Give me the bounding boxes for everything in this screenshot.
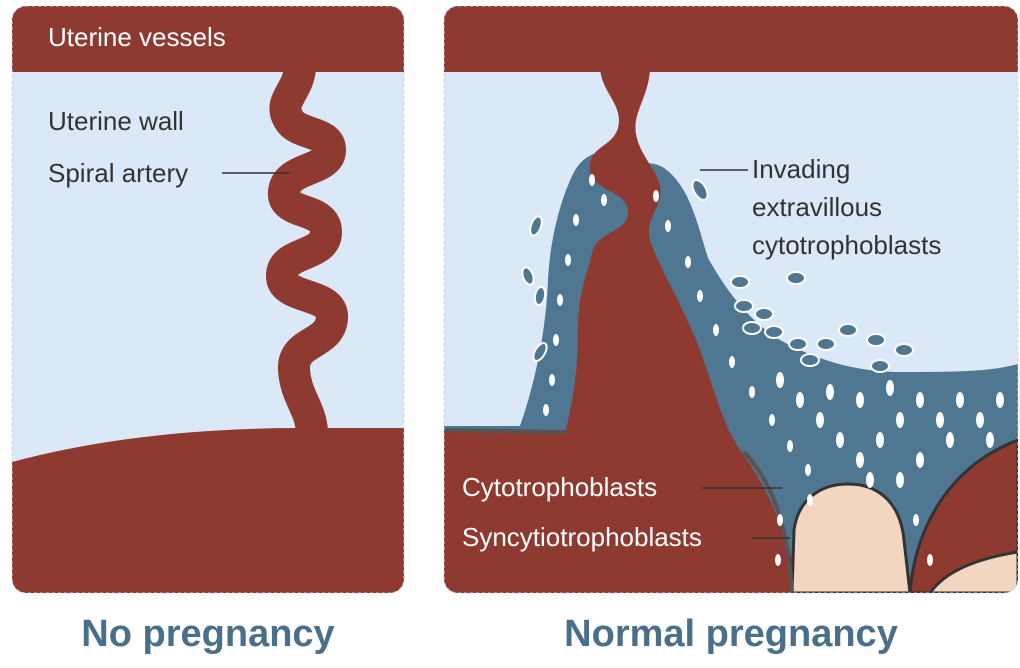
remodeled-artery bbox=[444, 66, 800, 593]
right-panel bbox=[444, 6, 1018, 593]
left-caption: No pregnancy bbox=[81, 613, 334, 655]
uterine-vessels-band bbox=[444, 6, 1018, 72]
syncytiotrophoblasts-label: Syncytiotrophoblasts bbox=[462, 522, 702, 552]
spiral-artery-label: Spiral artery bbox=[48, 158, 188, 188]
uterine-vessels-band bbox=[12, 6, 404, 72]
invading-label-line3: cytotrophoblasts bbox=[752, 230, 941, 260]
right-panel-border bbox=[443, 5, 1019, 594]
uterine-wall-label: Uterine wall bbox=[48, 106, 184, 136]
cytotrophoblasts-label: Cytotrophoblasts bbox=[462, 472, 657, 502]
basal-plate-line bbox=[444, 428, 569, 434]
placental-villus bbox=[790, 482, 912, 593]
uterine-vessels-label: Uterine vessels bbox=[48, 22, 226, 52]
cytotrophoblast-nuclei bbox=[543, 174, 1004, 566]
syncytio-outline bbox=[742, 450, 794, 593]
uterine-tissue-bottom bbox=[12, 428, 404, 593]
left-panel bbox=[12, 6, 404, 593]
spiral-artery bbox=[265, 50, 348, 456]
invading-label-line2: extravillous bbox=[752, 192, 882, 222]
right-caption: Normal pregnancy bbox=[564, 613, 898, 655]
invading-label-line1: Invading bbox=[752, 154, 850, 184]
placental-villus-right bbox=[908, 437, 1018, 593]
left-panel-border bbox=[11, 5, 405, 594]
invading-cells bbox=[521, 179, 914, 373]
